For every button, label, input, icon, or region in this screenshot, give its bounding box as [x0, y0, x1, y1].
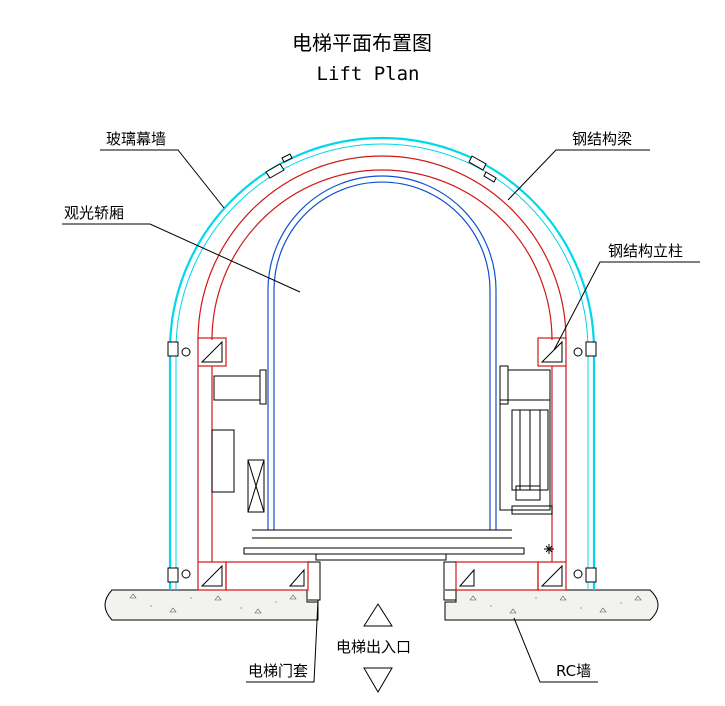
sightseeing-car — [252, 175, 512, 539]
glass-brackets — [167, 153, 597, 583]
steel-beam-arch — [197, 155, 567, 341]
leader-steel-beam — [507, 149, 650, 201]
slab-hatch — [129, 593, 642, 614]
machinery-right — [499, 365, 554, 554]
entrance-arrow-up — [363, 603, 393, 627]
door-sill — [243, 547, 525, 601]
machinery-left — [211, 369, 267, 513]
rc-slab-left — [104, 589, 319, 621]
label-steel-column: 钢结构立柱 — [608, 242, 683, 260]
entrance-arrow-down — [363, 667, 393, 693]
leader-glass-curtain-wall — [100, 149, 225, 209]
shaft-walls — [197, 366, 567, 562]
label-steel-beam: 钢结构梁 — [572, 130, 632, 148]
label-glass-curtain-wall: 玻璃幕墙 — [106, 130, 166, 148]
steel-column-bottom-left — [197, 561, 227, 591]
leader-steel-column — [553, 261, 700, 351]
front-wall-segments — [225, 561, 539, 591]
title-en: Lift Plan — [317, 63, 420, 85]
steel-column-left — [197, 337, 227, 367]
leader-rc-wall — [513, 617, 598, 683]
steel-column-right — [537, 337, 567, 367]
title-cn: 电梯平面布置图 — [292, 31, 432, 55]
label-sightseeing-car: 观光轿厢 — [64, 204, 124, 222]
glass-curtain-wall — [168, 136, 596, 590]
steel-column-bottom-right — [537, 561, 567, 591]
label-door-frame: 电梯门套 — [248, 662, 308, 680]
leader-door-frame — [246, 599, 319, 683]
rc-slab-right — [444, 589, 659, 621]
label-rc-wall: RC墙 — [556, 662, 591, 680]
label-entrance: 电梯出入口 — [336, 638, 411, 656]
leader-sightseeing-car — [62, 223, 301, 293]
